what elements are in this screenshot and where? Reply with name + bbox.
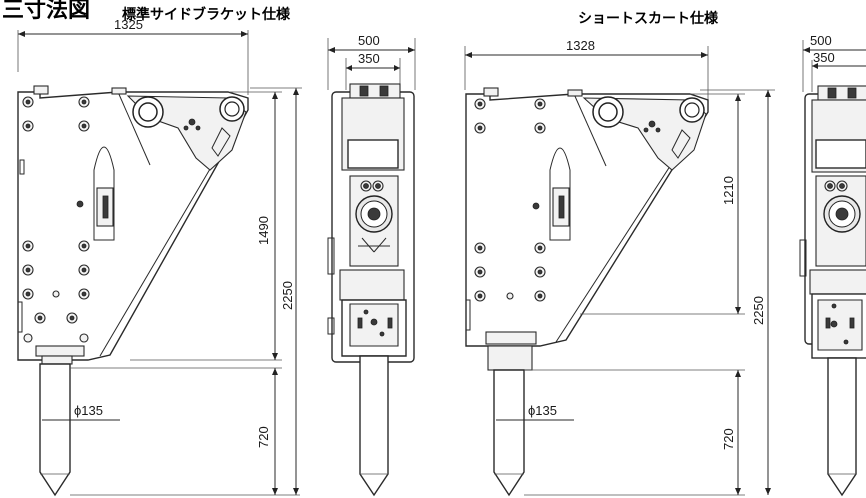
- right-width-dim: 1328: [566, 38, 595, 53]
- left-total-height-dim: 2250: [280, 281, 295, 310]
- right-bracket-height-dim: 1210: [721, 176, 736, 205]
- left-view-title: 標準サイドブラケット仕様: [122, 7, 290, 23]
- right-tool-dia-dim: ϕ135: [528, 403, 557, 418]
- right-side-outer-dim: 500: [810, 33, 832, 48]
- left-side-inner-dim: 350: [358, 51, 380, 66]
- right-front-view: 1328: [464, 38, 775, 497]
- left-tool-length-dim: 720: [256, 426, 271, 448]
- left-tool-dia-dim: ϕ135: [74, 403, 103, 418]
- right-side-view: 500 350: [799, 33, 866, 497]
- left-side-view: 500 350: [327, 33, 416, 497]
- left-front-view: 1325: [17, 17, 302, 497]
- page-heading-partial: 三寸法図: [2, 0, 91, 23]
- left-bracket-height-dim: 1490: [256, 216, 271, 245]
- right-side-inner-dim: 350: [813, 50, 835, 65]
- right-total-height-dim: 2250: [751, 296, 766, 325]
- right-view-title: ショートスカート仕様: [578, 11, 718, 27]
- left-width-dim: 1325: [114, 17, 143, 32]
- left-bolt-pattern: [22, 96, 90, 343]
- left-side-outer-dim: 500: [358, 33, 380, 48]
- right-bolt-pattern: [474, 98, 546, 302]
- right-tool-length-dim: 720: [721, 428, 736, 450]
